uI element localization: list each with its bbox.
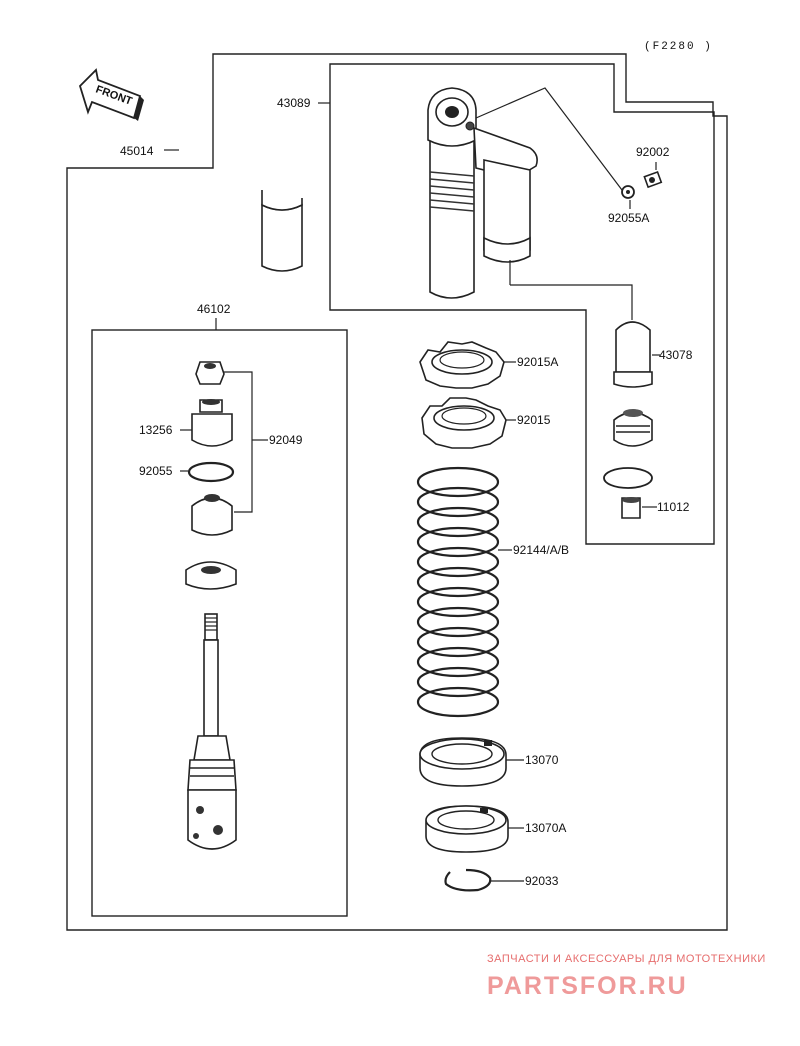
bushing-13256 [191,399,233,447]
nut-92015a [419,341,505,389]
lower-bushing [191,494,233,536]
label-46102: 46102 [197,302,231,316]
label-43078: 43078 [659,348,693,362]
heat-shield [261,190,303,272]
reservoir-outline [329,63,715,545]
washer-92055 [187,461,235,483]
bolt-92002 [643,170,663,189]
diagram-code: (F2280 ) [644,41,713,53]
top-nut [195,361,225,385]
label-92049: 92049 [269,433,303,447]
label-92015: 92015 [517,413,551,427]
label-45014: 45014 [120,144,154,158]
washer-92055a [621,185,635,199]
bladder-43078 [613,321,653,388]
valve-cap [613,409,653,447]
spring-92144 [416,466,500,718]
shock-body [427,87,538,299]
label-11012: 11012 [657,500,690,514]
label-13070: 13070 [525,753,559,767]
label-13256: 13256 [139,423,173,437]
label-92002: 92002 [636,145,670,159]
circlip-92033 [444,868,492,892]
label-92033: 92033 [525,874,559,888]
nut-11012 [621,497,641,519]
label-92015a: 92015A [517,355,558,369]
label-92144: 92144/A/B [513,543,569,557]
label-13070a: 13070A [525,821,566,835]
watermark-logo: PARTSFOR.RU [487,972,688,1000]
label-92055: 92055 [139,464,173,478]
locknut-92015 [421,397,507,449]
label-92055a: 92055A [608,211,649,225]
circlip-small [603,467,653,489]
spring-guide-13070a [425,805,509,853]
damper-rod-outline [91,329,348,917]
front-arrow-icon: FRONT [78,68,144,121]
watermark-tagline: ЗАПЧАСТИ И АКСЕССУАРЫ ДЛЯ МОТОТЕХНИКИ [487,953,766,965]
label-43089: 43089 [277,96,311,110]
seal-cap [185,561,237,590]
assembly-outline [66,53,728,931]
spring-guide-13070 [419,737,507,787]
damper-rod [187,613,237,850]
